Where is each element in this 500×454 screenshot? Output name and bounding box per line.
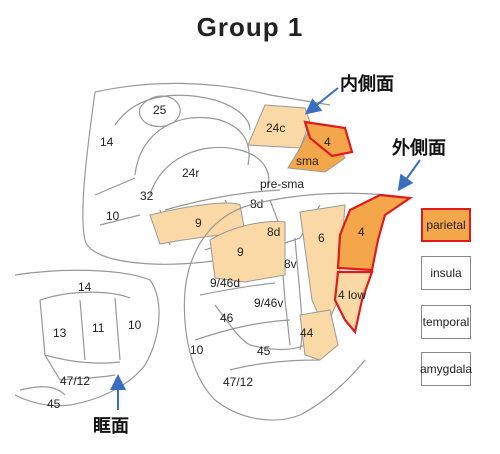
label-lateral-9: 9 (237, 245, 244, 259)
label-lateral-8v: 8v (284, 257, 297, 271)
label-orbital-11: 11 (92, 321, 105, 335)
legend-parietal: parietal (421, 208, 471, 242)
legend-parietal-label: parietal (426, 218, 466, 232)
diagram-title: Group 1 (196, 12, 304, 42)
label-orbital-45: 45 (47, 397, 61, 411)
label-medial-32: 32 (140, 189, 154, 203)
legend-amygdala-label: amygdala (419, 362, 473, 376)
label-medial-view: 内側面 (340, 74, 394, 95)
legend-temporal: temporal (421, 305, 471, 339)
label-lateral-4: 4 (358, 225, 365, 239)
lateral-area-44 (299, 309, 339, 361)
label-lateral-6: 6 (318, 231, 325, 245)
label-orbital-10: 10 (128, 318, 142, 332)
medial-area-24c (247, 104, 311, 149)
orbital-view (14, 269, 160, 407)
label-lateral-45: 45 (257, 344, 271, 358)
medial-area-4 (303, 120, 354, 158)
label-lateral-46: 46 (220, 311, 234, 325)
legend-amygdala: amygdala (419, 352, 473, 386)
legend-insula: insula (421, 256, 471, 290)
label-lateral-4-low: 4 low (338, 288, 366, 302)
legend-insula-label: insula (430, 266, 462, 280)
label-medial-24r: 24r (182, 166, 199, 180)
lateral-area-9 (209, 221, 286, 283)
label-lateral-10: 10 (190, 343, 204, 357)
lateral-area-4-low (333, 270, 374, 335)
lateral-area-4 (336, 193, 414, 272)
label-lateral-9-46v: 9/46v (254, 296, 283, 310)
label-medial-pre-sma: pre-sma (260, 177, 304, 191)
label-medial-25: 25 (153, 103, 167, 117)
label-orbital-view: 眶面 (93, 416, 129, 437)
label-lateral-44: 44 (300, 326, 314, 340)
arrow-medial (304, 87, 339, 115)
orbital-outline (14, 269, 160, 407)
legend-temporal-label: temporal (422, 315, 470, 329)
label-medial-9: 9 (195, 216, 202, 230)
label-lateral-view: 外側面 (392, 138, 446, 159)
label-lateral-47-12: 47/12 (223, 375, 253, 389)
label-medial-sma: sma (296, 154, 319, 168)
label-medial-8d: 8d (250, 197, 263, 211)
label-medial-10: 10 (106, 209, 120, 223)
label-lateral-9-46d: 9/46d (210, 276, 240, 290)
label-medial-14: 14 (100, 135, 114, 149)
label-orbital-47-12: 47/12 (60, 374, 90, 388)
label-medial-4: 4 (324, 135, 331, 149)
label-orbital-14: 14 (78, 280, 92, 294)
arrow-lateral (397, 159, 421, 192)
label-medial-24c: 24c (266, 121, 285, 135)
lateral-outline (183, 192, 411, 421)
label-orbital-13: 13 (53, 326, 67, 340)
label-lateral-8d: 8d (267, 225, 280, 239)
